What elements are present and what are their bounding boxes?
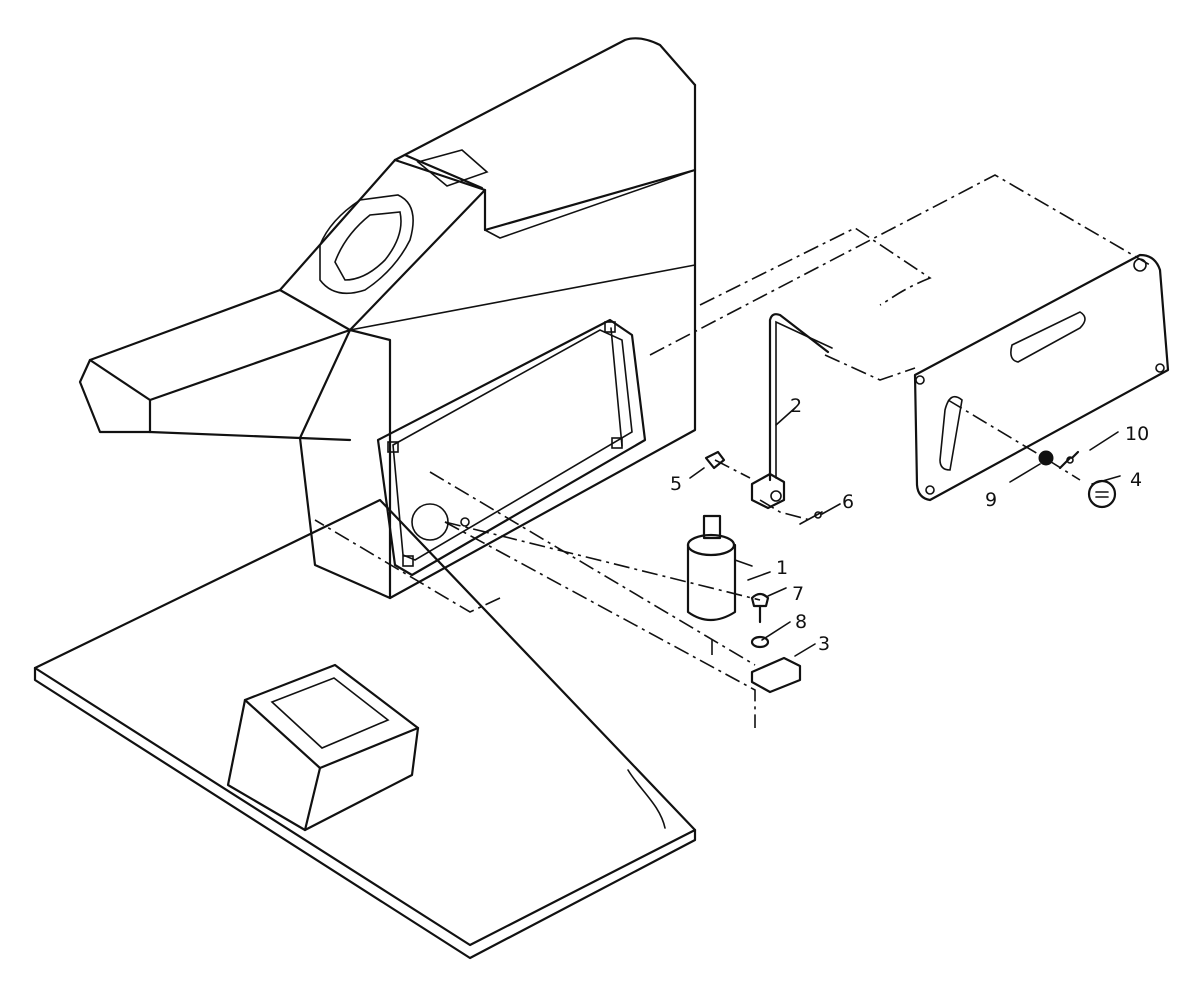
rod: [768, 313, 833, 482]
base-box: [226, 663, 420, 832]
callout-1: 1: [776, 557, 788, 579]
callout-6: 6: [842, 491, 854, 513]
side-cover-panel: [913, 253, 1170, 502]
base-plate: [33, 498, 697, 960]
clamp-block: [750, 472, 786, 510]
capacitor: [686, 514, 753, 622]
callout-5: 5: [670, 473, 682, 495]
callout-4: 4: [1130, 469, 1142, 491]
assembly-lines: [314, 174, 1151, 728]
callout-labels: 1 2 3 4 5 6 7 8 9 10: [670, 395, 1149, 655]
callout-8: 8: [795, 611, 807, 633]
callout-2: 2: [790, 395, 802, 417]
machine-body: [78, 37, 697, 600]
callout-10: 10: [1125, 423, 1149, 445]
callout-3: 3: [818, 633, 830, 655]
hardware-parts: [704, 450, 1117, 694]
callout-7: 7: [792, 583, 804, 605]
callout-9: 9: [985, 489, 997, 511]
callout-leaders: [689, 407, 1121, 657]
